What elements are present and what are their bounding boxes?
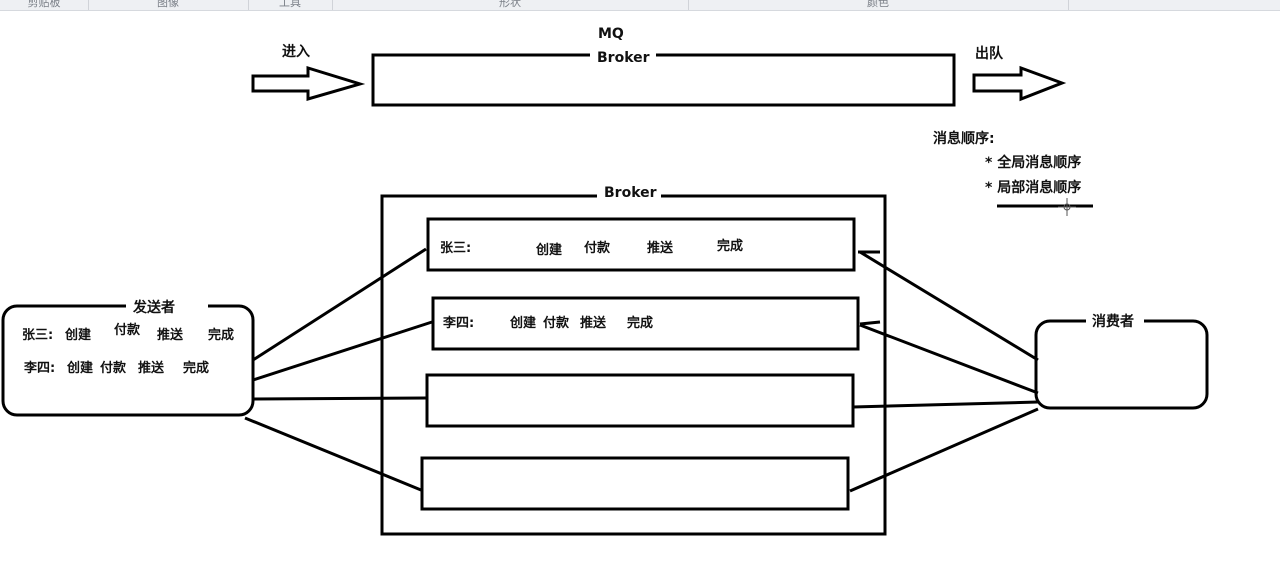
consumer-title: 消费者 bbox=[1092, 313, 1134, 330]
ribbon-group-tools[interactable]: 工具 bbox=[248, 0, 333, 10]
paint-ribbon: 剪贴板 图像 工具 形状 颜色 bbox=[0, 0, 1280, 11]
connector-line bbox=[859, 320, 881, 326]
ribbon-group-image[interactable]: 图像 bbox=[88, 0, 249, 10]
queue-1-step: 推送 bbox=[647, 240, 674, 256]
queue-2 bbox=[431, 296, 860, 351]
queue-2-step: 完成 bbox=[627, 315, 653, 331]
sender-row-1-step: 创建 bbox=[64, 327, 91, 343]
queue-2-step: 付款 bbox=[543, 315, 570, 331]
queue-1-name: 张三: bbox=[440, 241, 471, 256]
queue-4 bbox=[420, 456, 850, 511]
queue-1-step: 付款 bbox=[584, 240, 611, 256]
mq-label: MQ bbox=[598, 26, 624, 42]
connector-line bbox=[849, 407, 1039, 493]
connector-line bbox=[252, 247, 427, 362]
mq-broker-label: Broker bbox=[597, 50, 650, 66]
sender-row-2-step: 推送 bbox=[138, 360, 165, 376]
out-arrow bbox=[972, 65, 1067, 102]
ribbon-group-clipboard[interactable]: 剪贴板 bbox=[0, 0, 89, 10]
connector-line bbox=[252, 396, 428, 401]
sender-row-2-step: 付款 bbox=[100, 360, 127, 376]
queue-1-step: 创建 bbox=[535, 242, 562, 258]
broker-label: Broker bbox=[604, 185, 657, 201]
connector-line bbox=[859, 250, 1039, 362]
out-label: 出队 bbox=[975, 45, 1004, 62]
connector-line bbox=[244, 416, 422, 492]
order-note-title: 消息顺序: bbox=[933, 130, 995, 147]
ribbon-group-colors[interactable]: 颜色 bbox=[688, 0, 1069, 10]
in-arrow bbox=[251, 65, 366, 101]
order-note-item-global: * 全局消息顺序 bbox=[985, 154, 1081, 171]
queue-1 bbox=[426, 217, 856, 272]
sender-row-1-name: 张三: bbox=[22, 328, 53, 343]
crosshair-cursor-icon bbox=[1058, 198, 1076, 216]
sender-row-2-step: 完成 bbox=[183, 360, 209, 376]
connector-line bbox=[252, 320, 433, 382]
connector-line bbox=[859, 323, 1039, 395]
sender-row-1-step: 付款 bbox=[114, 322, 141, 338]
ribbon-group-shapes[interactable]: 形状 bbox=[332, 0, 689, 10]
queue-3 bbox=[425, 373, 855, 428]
connector-line bbox=[852, 400, 1039, 409]
sender-title: 发送者 bbox=[132, 299, 175, 316]
consumer-box bbox=[1034, 319, 1209, 410]
queue-2-step: 创建 bbox=[509, 315, 536, 331]
sender-row-1-step: 推送 bbox=[157, 327, 184, 343]
mq-broker-box bbox=[371, 53, 956, 107]
in-label: 进入 bbox=[282, 44, 310, 60]
queue-2-step: 推送 bbox=[580, 315, 607, 331]
sender-row-2-step: 创建 bbox=[66, 360, 93, 376]
order-note-item-local: * 局部消息顺序 bbox=[985, 179, 1081, 196]
sender-row-1-step: 完成 bbox=[208, 327, 234, 343]
queue-1-step: 完成 bbox=[717, 238, 743, 254]
sender-row-2-name: 李四: bbox=[23, 360, 55, 376]
queue-2-name: 李四: bbox=[442, 315, 474, 331]
